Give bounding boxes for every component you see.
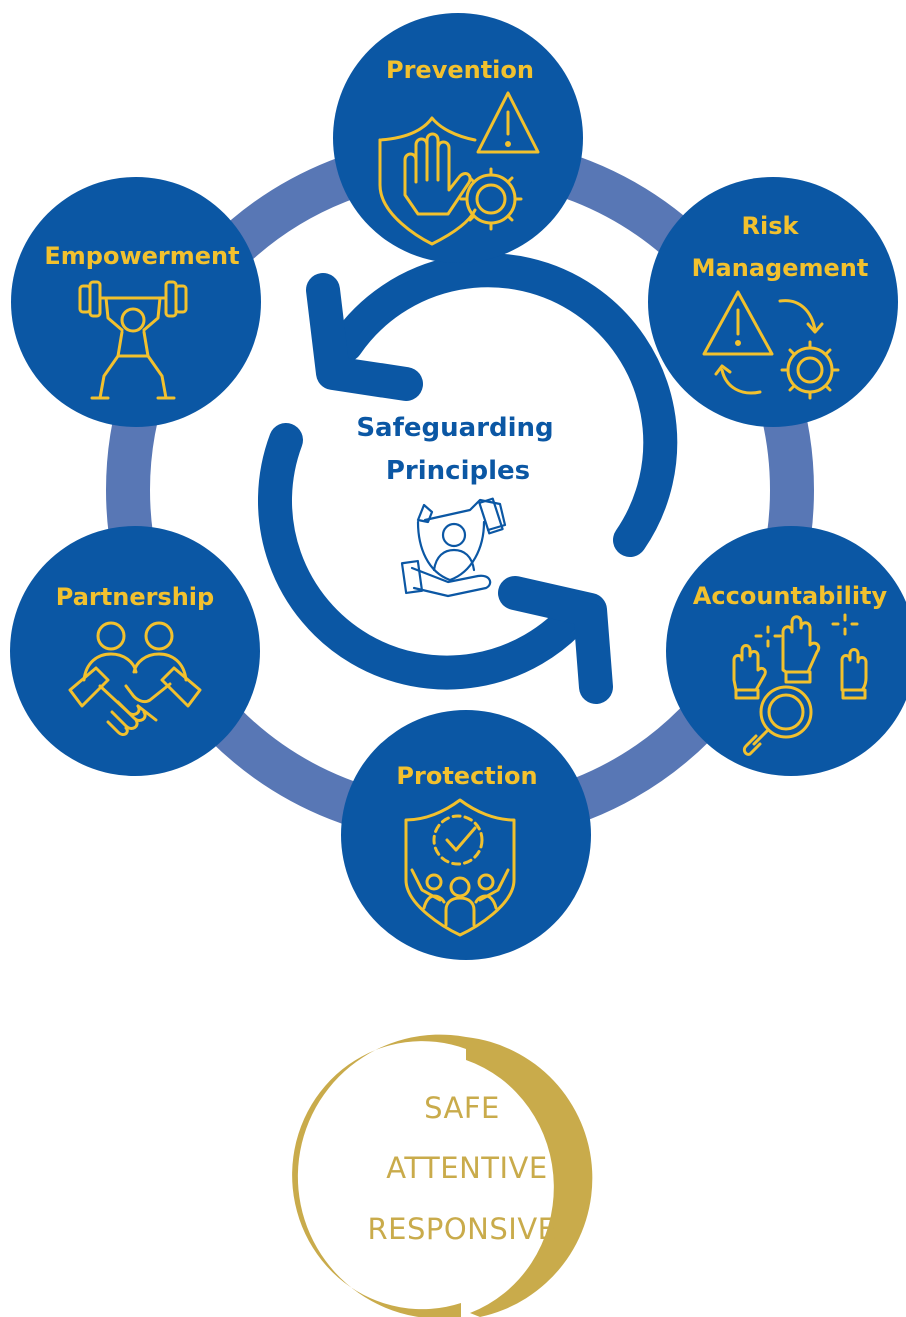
principle-label: Protection <box>396 762 537 790</box>
principle-label: Accountability <box>693 582 888 610</box>
principle-node <box>11 177 261 427</box>
center-title-line1: Safeguarding <box>356 413 553 443</box>
shield-family-check-icon <box>404 798 516 937</box>
motto-line2: ATTENTIVE <box>386 1151 547 1185</box>
motto-line1: SAFE <box>424 1091 500 1125</box>
shield-hand-warning-gear-icon <box>378 91 540 246</box>
raised-hands-magnifier-icon <box>732 613 868 756</box>
motto-ring-right <box>466 1037 593 1317</box>
principle-label-line2: Management <box>692 254 869 282</box>
handshake-people-icon <box>68 621 202 736</box>
caring-hands-icon <box>400 497 507 598</box>
principle-label: Empowerment <box>44 242 239 270</box>
principle-accountability: Accountability <box>666 526 906 776</box>
principle-node <box>10 526 260 776</box>
principle-label: Partnership <box>56 583 214 611</box>
center-title-line2: Principles <box>386 456 530 486</box>
principle-partnership: Partnership <box>10 526 260 776</box>
principle-risk-management: Risk Management <box>648 177 898 427</box>
principle-node <box>333 13 583 263</box>
cycle-arrows <box>258 253 678 704</box>
principle-prevention: Prevention <box>333 13 583 263</box>
principle-label-line1: Risk <box>742 212 800 240</box>
principle-node <box>341 710 591 960</box>
principle-node <box>648 177 898 427</box>
motto-line3: RESPONSIVE <box>367 1212 556 1246</box>
principle-label: Prevention <box>386 56 534 84</box>
principle-node <box>666 526 906 776</box>
motto-emblem: SAFE ATTENTIVE RESPONSIVE <box>292 1034 593 1317</box>
principle-empowerment: Empowerment <box>11 177 261 427</box>
warning-cycle-gear-icon <box>702 290 840 400</box>
principle-protection: Protection <box>341 710 591 960</box>
weightlifter-icon <box>78 280 188 400</box>
